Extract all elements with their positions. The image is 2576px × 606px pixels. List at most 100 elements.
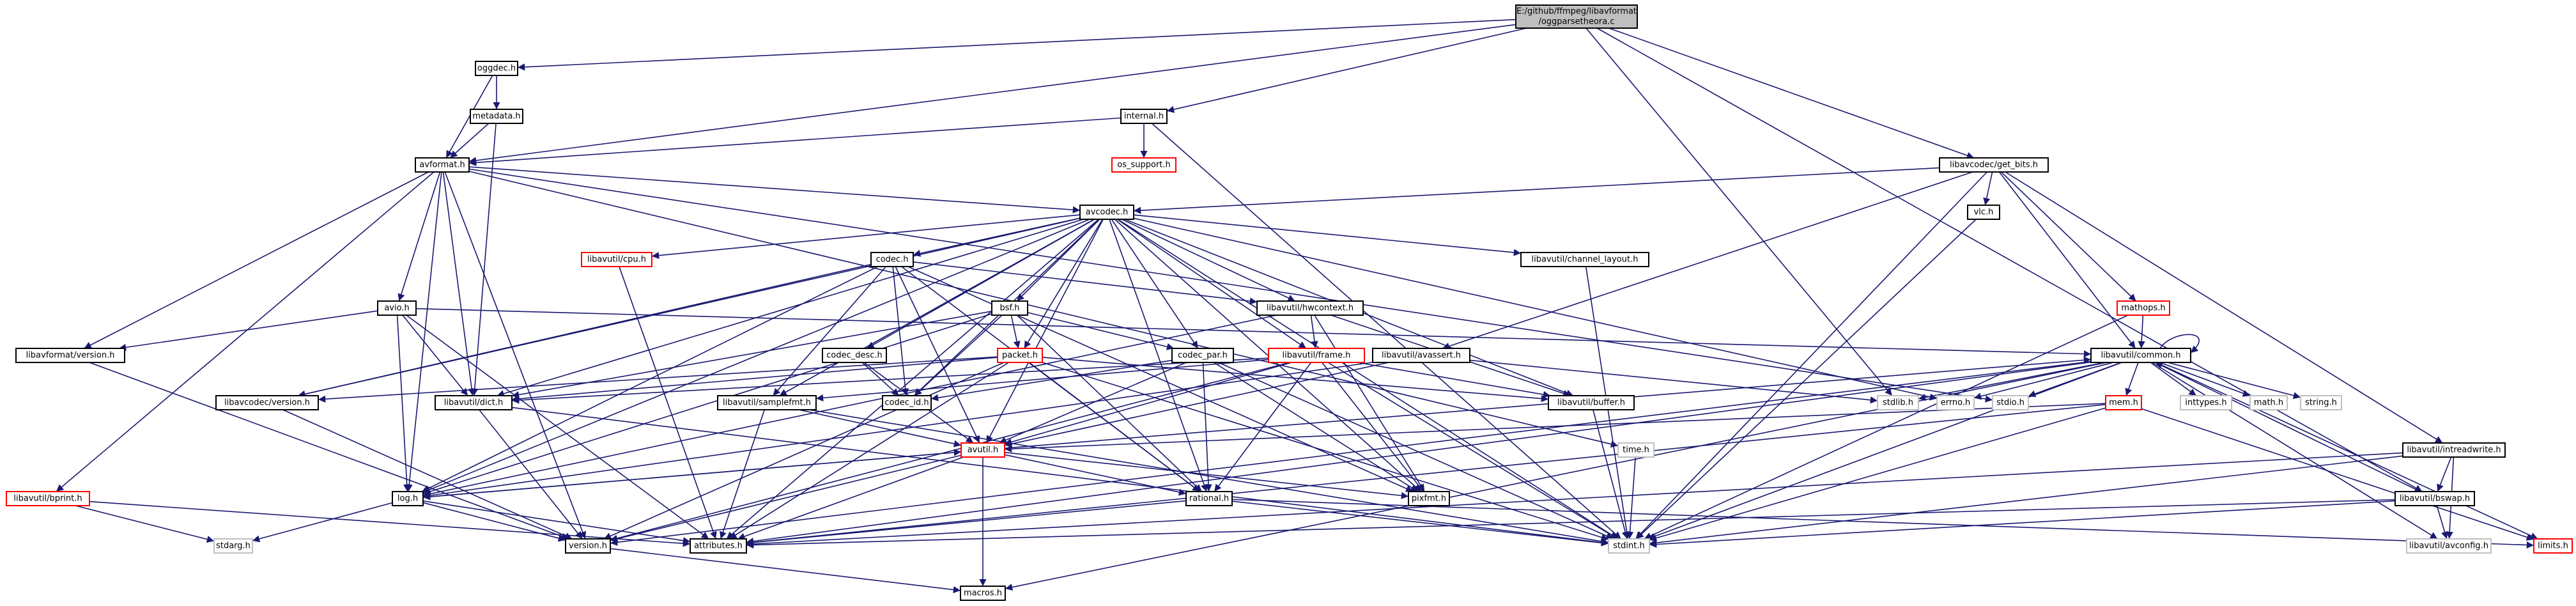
edge-avutil-to-rational: [1004, 454, 1187, 496]
node-avformat[interactable]: avformat.h: [415, 157, 470, 173]
edge-getbits-to-avcodec: [1133, 167, 1940, 214]
edge-line: [729, 362, 1010, 540]
edge-frame-to-buffer: [1357, 362, 1551, 398]
node-root[interactable]: E:/github/ffmpeg/libavformat/oggparsethe…: [1515, 4, 1638, 29]
node-box: [1372, 348, 1470, 363]
node-version[interactable]: version.h: [565, 538, 611, 554]
node-stdint[interactable]: stdint.h: [1608, 538, 1650, 554]
node-avutil[interactable]: avutil.h: [960, 442, 1005, 458]
node-cpu[interactable]: libavutil/cpu.h: [581, 252, 652, 267]
node-codecid[interactable]: codec_id.h: [882, 395, 932, 410]
edge-bsf-to-codecpar: [1027, 312, 1175, 350]
edge-line: [1027, 312, 1175, 350]
node-bsf[interactable]: bsf.h: [991, 300, 1028, 316]
node-getbits[interactable]: libavcodec/get_bits.h: [1939, 157, 2049, 173]
edge-log-to-stdarg: [252, 502, 393, 543]
node-avconfig[interactable]: libavutil/avconfig.h: [2406, 538, 2492, 554]
edge-line: [449, 123, 490, 159]
edge-line: [517, 19, 1516, 71]
edge-line: [1327, 362, 1618, 540]
edge-line: [999, 362, 1187, 444]
node-limits[interactable]: limits.h: [2533, 538, 2573, 554]
node-label: pixfmt.h: [1412, 494, 1446, 504]
node-packet[interactable]: packet.h: [997, 348, 1043, 363]
edge-root-to-stdlib: [1585, 27, 1893, 396]
node-macros[interactable]: macros.h: [960, 586, 1006, 601]
node-rational[interactable]: rational.h: [1185, 491, 1233, 506]
node-attributes[interactable]: attributes.h: [690, 538, 747, 554]
node-inttypes[interactable]: inttypes.h: [2180, 395, 2232, 410]
node-dict[interactable]: libavutil/dict.h: [435, 395, 513, 410]
node-avcodec[interactable]: avcodec.h: [1079, 205, 1134, 220]
node-box: [1992, 395, 2029, 410]
node-box: [377, 300, 417, 316]
node-intreadwrite[interactable]: libavutil/intreadwrite.h: [2402, 442, 2506, 458]
edge-avcodec-to-samplefmt: [779, 219, 1095, 396]
node-stdio[interactable]: stdio.h: [1992, 395, 2029, 410]
edge-time-to-stdint: [1626, 456, 1636, 540]
node-label: internal.h: [1124, 112, 1164, 121]
edge-avcodec-to-rational: [1109, 219, 1208, 492]
node-label: codec_id.h: [884, 398, 929, 408]
node-vlc[interactable]: vlc.h: [1967, 205, 2000, 220]
node-codecpar[interactable]: codec_par.h: [1171, 348, 1234, 363]
edge-line: [1469, 359, 1878, 404]
node-common[interactable]: libavutil/common.h: [2090, 348, 2191, 363]
node-box: [960, 586, 1006, 601]
node-oggdec[interactable]: oggdec.h: [475, 61, 518, 76]
node-avassert[interactable]: libavutil/avassert.h: [1372, 348, 1470, 363]
node-time[interactable]: time.h: [1617, 442, 1654, 458]
node-buffer[interactable]: libavutil/buffer.h: [1548, 395, 1635, 410]
edge-avassert-to-stdlib: [1469, 359, 1878, 404]
edge-bswap-to-attributes: [746, 499, 2396, 549]
node-samplefmt[interactable]: libavutil/samplefmt.h: [717, 395, 817, 410]
node-label: libavcodec/get_bits.h: [1950, 160, 2038, 170]
edge-line: [1918, 362, 2105, 401]
node-lavfversion[interactable]: libavformat/version.h: [15, 348, 125, 363]
node-chlayout[interactable]: libavutil/channel_layout.h: [1520, 252, 1649, 267]
edge-avcodec-to-chlayout: [1133, 214, 1522, 256]
node-internal[interactable]: internal.h: [1120, 109, 1168, 124]
edge-bsf-to-packet: [1010, 315, 1021, 349]
node-lavcversion[interactable]: libavcodec/version.h: [215, 395, 319, 410]
node-bswap[interactable]: libavutil/bswap.h: [2395, 491, 2475, 506]
node-label: codec_desc.h: [826, 351, 883, 361]
node-metadata[interactable]: metadata.h: [470, 109, 523, 124]
edge-line: [1998, 171, 2136, 349]
node-math[interactable]: math.h: [2249, 395, 2288, 410]
node-mathops[interactable]: mathops.h: [2117, 300, 2170, 316]
node-box: [2406, 538, 2492, 554]
node-bprint[interactable]: libavutil/bprint.h: [6, 491, 90, 506]
edge-line: [1111, 219, 1199, 349]
node-pixfmt[interactable]: pixfmt.h: [1408, 491, 1450, 506]
node-box: [581, 252, 652, 267]
edge-line: [1218, 362, 1614, 540]
node-log[interactable]: log.h: [392, 491, 424, 506]
edge-avcodec-to-packet: [1023, 219, 1104, 349]
node-errno[interactable]: errno.h: [1936, 395, 1975, 410]
edge-avutil-to-attributes: [737, 456, 964, 540]
node-codecdesc[interactable]: codec_desc.h: [822, 348, 887, 363]
node-os_support[interactable]: os_support.h: [1111, 157, 1176, 173]
edge-avio-to-dict: [402, 315, 468, 396]
node-box: [1515, 4, 1638, 29]
edge-line: [1596, 27, 2423, 492]
node-codec[interactable]: codec.h: [870, 252, 914, 267]
node-hwcontext[interactable]: libavutil/hwcontext.h: [1256, 300, 1364, 316]
node-stdlib[interactable]: stdlib.h: [1877, 395, 1919, 410]
edge-mem-to-attributes: [746, 404, 2106, 546]
edge-avio-to-common: [415, 308, 2092, 358]
edge-hwcontext-to-frame: [1310, 315, 1318, 349]
node-stdarg[interactable]: stdarg.h: [213, 538, 253, 554]
node-frame[interactable]: libavutil/frame.h: [1268, 348, 1365, 363]
edge-bsf-to-rational: [1016, 315, 1203, 492]
edge-line: [479, 409, 583, 540]
node-mem[interactable]: mem.h: [2105, 395, 2142, 410]
node-string[interactable]: string.h: [2300, 395, 2342, 410]
edge-line: [297, 263, 872, 398]
node-avio[interactable]: avio.h: [377, 300, 417, 316]
edge-line: [444, 171, 587, 540]
edge-packet-to-rational: [1029, 362, 1200, 492]
edge-line: [1133, 214, 1522, 256]
edge-frame-to-version: [610, 362, 1290, 542]
